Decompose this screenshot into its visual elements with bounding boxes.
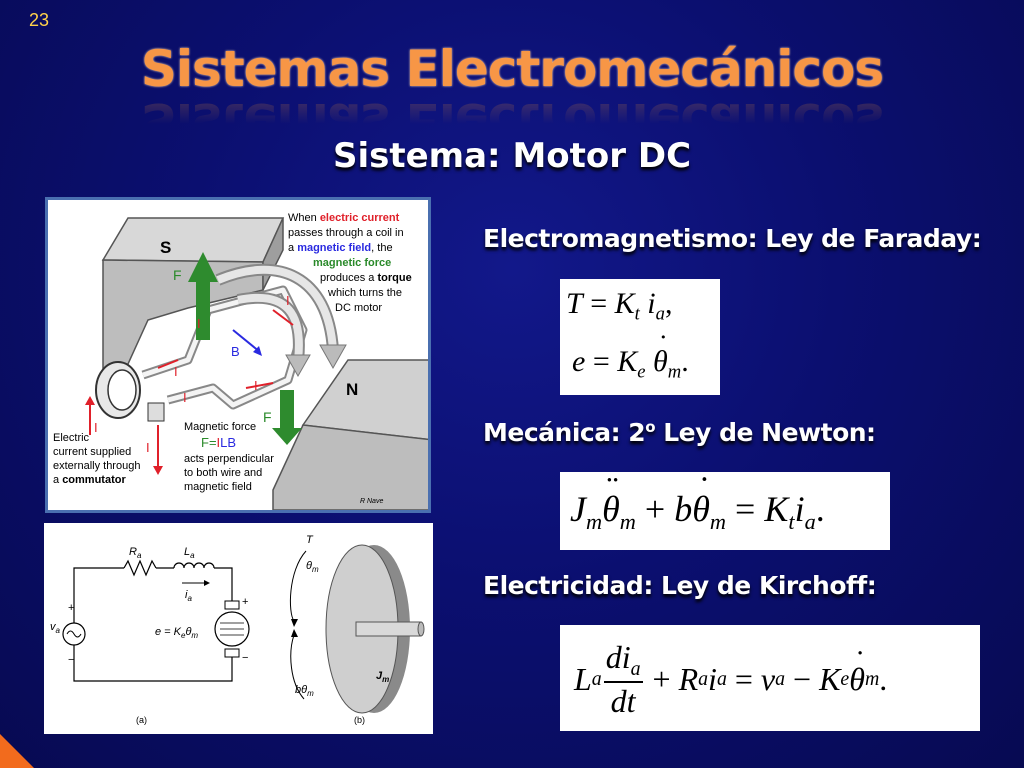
- equation-back-emf: e = Ke θm.: [572, 329, 689, 384]
- inertia-label: Jm: [376, 670, 389, 684]
- svg-text:Magnetic force: Magnetic force: [184, 421, 256, 433]
- svg-text:magnetic field: magnetic field: [184, 481, 252, 493]
- pole-s-label: S: [160, 238, 171, 257]
- svg-text:a magnetic field, the: a magnetic field, the: [288, 242, 393, 254]
- equation-newton: Jmθm + bθm = Ktia.: [560, 468, 890, 550]
- equation-faraday: T = Kt ia, e = Ke θm.: [560, 279, 720, 395]
- image-credit: R Nave: [360, 498, 383, 505]
- circuit-and-rotor-diagram: Ra La ia va e = Keθm + − + − (a) T θm bθ…: [44, 523, 433, 734]
- dc-motor-diagram: S N F F B I I I I I I I When electric cu…: [45, 197, 431, 513]
- theta-m-label: θm: [306, 560, 319, 574]
- damping-label: bθm: [295, 684, 314, 698]
- svg-text:current supplied: current supplied: [53, 446, 131, 458]
- ia-label: ia: [185, 589, 192, 603]
- motor-plus: +: [242, 596, 248, 608]
- slide-title: Sistemas Electromecánicos: [140, 40, 884, 98]
- corner-accent: [0, 734, 34, 768]
- svg-text:magnetic force: magnetic force: [313, 257, 391, 269]
- la-label: La: [184, 546, 195, 560]
- label-a: (a): [136, 715, 147, 725]
- source-minus: −: [68, 654, 74, 666]
- dc-motor-illustration: S N F F B I I I I I I I When electric cu…: [53, 212, 428, 510]
- svg-text:externally through: externally through: [53, 460, 140, 472]
- svg-text:to both wire and: to both wire and: [184, 467, 262, 479]
- force-label-bottom: F: [263, 409, 272, 425]
- heading-kirchoff: Electricidad: Ley de Kirchoff:: [483, 571, 877, 600]
- svg-text:F=ILB: F=ILB: [201, 435, 236, 450]
- force-label-top: F: [173, 267, 182, 283]
- field-label: B: [231, 344, 240, 359]
- title-block: Sistemas Electromecánicos Sistemas Elect…: [0, 40, 1024, 150]
- svg-text:a commutator: a commutator: [53, 474, 126, 486]
- svg-text:passes through a coil in: passes through a coil in: [288, 227, 404, 239]
- current-label-6: I: [94, 420, 98, 435]
- slide-number: 23: [29, 10, 50, 30]
- pole-n-label: N: [346, 380, 358, 399]
- label-b: (b): [354, 715, 365, 725]
- equation-torque: T = Kt ia,: [566, 287, 673, 325]
- svg-text:DC motor: DC motor: [335, 302, 382, 314]
- circuit-illustration: Ra La ia va e = Keθm + − + − (a) T θm bθ…: [50, 534, 425, 725]
- current-label-1: I: [286, 293, 290, 308]
- current-label-7: I: [146, 440, 150, 455]
- svg-text:produces a torque: produces a torque: [320, 272, 412, 284]
- commutator-note: Electric current supplied externally thr…: [53, 432, 140, 486]
- current-label-5: I: [254, 378, 258, 393]
- magnetic-force-note: Magnetic force F=ILB acts perpendicular …: [184, 421, 274, 493]
- emf-label: e = Keθm: [155, 626, 198, 640]
- slide-subtitle: Sistema: Motor DC: [332, 136, 692, 176]
- current-label-2: I: [197, 316, 201, 331]
- source-plus: +: [68, 602, 74, 614]
- ra-label: Ra: [129, 546, 142, 560]
- torque-label: T: [306, 534, 314, 546]
- current-label-3: I: [174, 364, 178, 379]
- svg-text:which turns the: which turns the: [327, 287, 402, 299]
- svg-text:When electric current: When electric current: [288, 212, 400, 224]
- va-label: va: [50, 621, 61, 635]
- heading-newton: Mecánica: 2o Ley de Newton:: [483, 418, 876, 447]
- torque-caption: When electric current passes through a c…: [288, 212, 412, 314]
- heading-faraday: Electromagnetismo: Ley de Faraday:: [483, 224, 982, 253]
- svg-text:acts perpendicular: acts perpendicular: [184, 453, 274, 465]
- current-label-4: I: [183, 390, 187, 405]
- motor-minus: −: [242, 652, 248, 664]
- svg-text:Electric: Electric: [53, 432, 90, 444]
